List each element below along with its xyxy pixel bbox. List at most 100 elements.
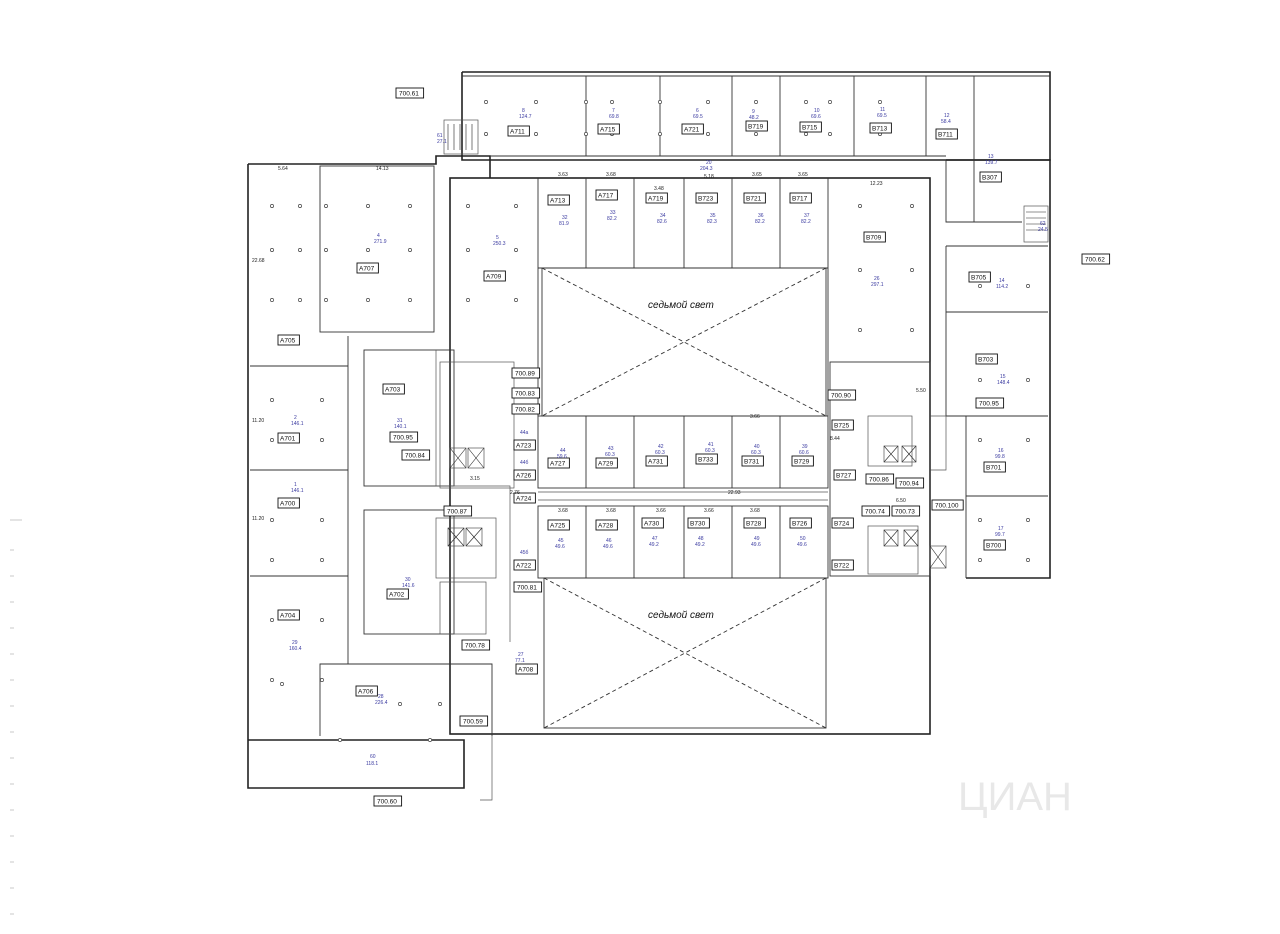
column-dot	[858, 328, 862, 332]
column-dot	[408, 248, 412, 252]
room-tag-box	[507, 125, 530, 137]
column-dot	[428, 738, 432, 742]
ref-box	[1081, 253, 1111, 265]
room-tag-box	[547, 457, 570, 469]
column-dot	[466, 204, 470, 208]
room-code: A717	[598, 193, 614, 200]
column-dot	[366, 298, 370, 302]
void-label-upper: седьмой свет	[648, 300, 714, 311]
room-number: 34	[660, 213, 666, 219]
column-dot	[754, 100, 758, 104]
column-dot	[878, 100, 882, 104]
column-dot	[658, 132, 662, 136]
room-tag-box	[277, 609, 300, 621]
room-tag-box	[645, 192, 668, 204]
dimension-label: 3.68	[606, 508, 616, 514]
ref-box	[827, 389, 857, 401]
ref-tag: 700.81	[513, 581, 543, 593]
column-dot	[270, 398, 274, 402]
column-dot	[270, 558, 274, 562]
ref-text: 700.95	[979, 401, 999, 408]
column-dot	[610, 100, 614, 104]
column-dot	[1026, 558, 1030, 562]
corridor-area: 204.3	[700, 166, 713, 172]
ref-box	[443, 505, 473, 517]
room-code: B728	[746, 521, 762, 528]
room-tag-box	[595, 519, 618, 531]
column-dot	[280, 682, 284, 686]
room-code: A704	[280, 613, 296, 620]
column-dot	[320, 518, 324, 522]
dimension-label: 3.66	[704, 508, 714, 514]
room-labels: A7118124.7A715769.8A721669.5B719948.2B71…	[277, 107, 1010, 706]
stair-right-area: 24.5	[1038, 227, 1048, 233]
dimension-label: 11.20	[252, 418, 264, 424]
room-code: B726	[792, 521, 808, 528]
ref-tag: 700.94	[895, 477, 925, 489]
column-dot	[534, 132, 538, 136]
dimension-label: 6.50	[896, 498, 906, 504]
room-tag-box	[799, 121, 822, 133]
room-number: 1	[294, 482, 297, 488]
room-area: 77.1	[515, 658, 525, 664]
room-area: 99.8	[995, 454, 1005, 460]
column-dot	[408, 204, 412, 208]
room-area: 148.4	[997, 380, 1010, 386]
room-area: 139.7	[985, 160, 998, 166]
column-dot	[270, 204, 274, 208]
room-code: B733	[698, 457, 714, 464]
room-tag-box	[382, 383, 405, 395]
room-code: B709	[866, 235, 882, 242]
room-code: A727	[550, 461, 566, 468]
room-code: A723	[516, 443, 532, 450]
stair-right-number: 62	[1040, 221, 1046, 227]
room-b724: B724	[831, 517, 854, 529]
room-number: 8	[522, 108, 525, 114]
column-dot	[978, 378, 982, 382]
room-number: 48	[698, 536, 704, 542]
ref-tag: 700.82	[511, 403, 541, 415]
column-dot	[1026, 378, 1030, 382]
column-dot	[324, 248, 328, 252]
column-dot	[366, 248, 370, 252]
dimension-label: 3.66	[750, 414, 760, 420]
room-tag-box	[277, 334, 300, 346]
room-tag-box	[356, 262, 379, 274]
room-number: 36	[758, 213, 764, 219]
room-tag-box	[968, 271, 991, 283]
room-number: 30	[405, 577, 411, 583]
ref-box	[511, 367, 541, 379]
room-tag-box	[513, 492, 536, 504]
ref-tag: 700.74	[861, 505, 891, 517]
room-number: 15	[1000, 374, 1006, 380]
room-number: 43	[608, 446, 614, 452]
column-dot	[270, 678, 274, 682]
room-code: A730	[644, 521, 660, 528]
room-tag-box	[935, 128, 958, 140]
column-dot	[438, 702, 442, 706]
lower-strip-area: 118.1	[366, 761, 378, 767]
room-tag-box	[831, 517, 854, 529]
dimension-label: 22.68	[252, 258, 265, 264]
ref-text: 700.83	[515, 391, 535, 398]
room-code: A708	[518, 667, 534, 674]
ref-box	[511, 403, 541, 415]
column-dot	[270, 618, 274, 622]
dimension-label: 3.66	[656, 508, 666, 514]
room-tag-box	[681, 123, 704, 135]
column-dot	[858, 204, 862, 208]
column-dot	[706, 132, 710, 136]
ref-box	[931, 499, 964, 511]
ref-text: 700.95	[393, 435, 413, 442]
